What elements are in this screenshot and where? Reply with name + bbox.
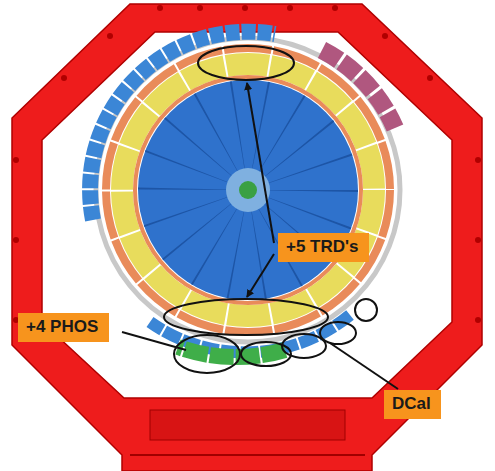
callout-text: DCal — [392, 394, 433, 414]
tof-ring — [106, 48, 390, 332]
callout-text: +5 TRD's — [286, 237, 361, 257]
support-base — [150, 410, 345, 440]
tpc — [138, 80, 358, 300]
beam-pipe — [239, 181, 257, 199]
callout-text: +4 PHOS — [26, 317, 101, 337]
tpc-sectors — [193, 135, 303, 245]
inner-ring — [135, 77, 361, 303]
trd-ring — [122, 64, 374, 316]
callout-box: +4 PHOS — [18, 313, 109, 342]
support-rail — [130, 454, 365, 456]
magnet-yoke — [12, 4, 482, 471]
callout-box: DCal — [384, 390, 441, 419]
yoke-bolts — [13, 5, 481, 323]
highlight-ellipses — [164, 46, 377, 373]
phos-modules — [178, 347, 285, 357]
magnet-interior — [42, 32, 452, 398]
leader-lines — [122, 83, 398, 389]
callout-box: +5 TRD's — [278, 233, 369, 262]
